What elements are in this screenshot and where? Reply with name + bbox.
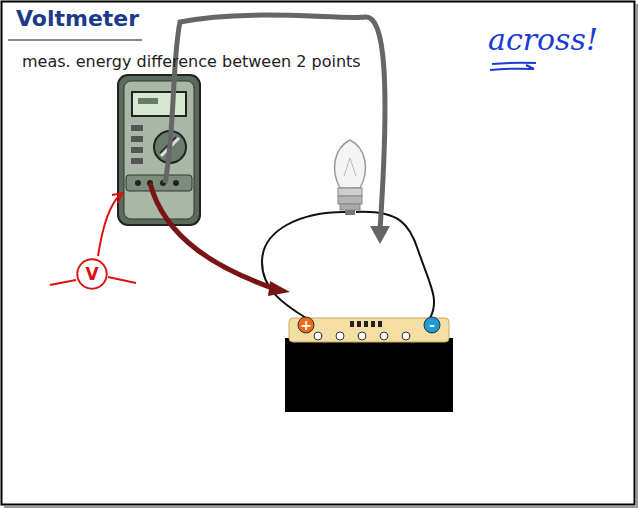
symbol-letter: V bbox=[85, 264, 98, 284]
terminal-sign: + bbox=[300, 317, 312, 333]
title: Voltmeter bbox=[16, 6, 139, 31]
handwritten-note: across! bbox=[488, 22, 598, 57]
note-text: meas. energy difference between 2 points bbox=[22, 52, 361, 71]
light-bulb bbox=[335, 140, 366, 215]
voltmeter-symbol: V bbox=[76, 258, 108, 290]
terminal-sign: - bbox=[429, 317, 435, 333]
battery bbox=[285, 317, 453, 412]
